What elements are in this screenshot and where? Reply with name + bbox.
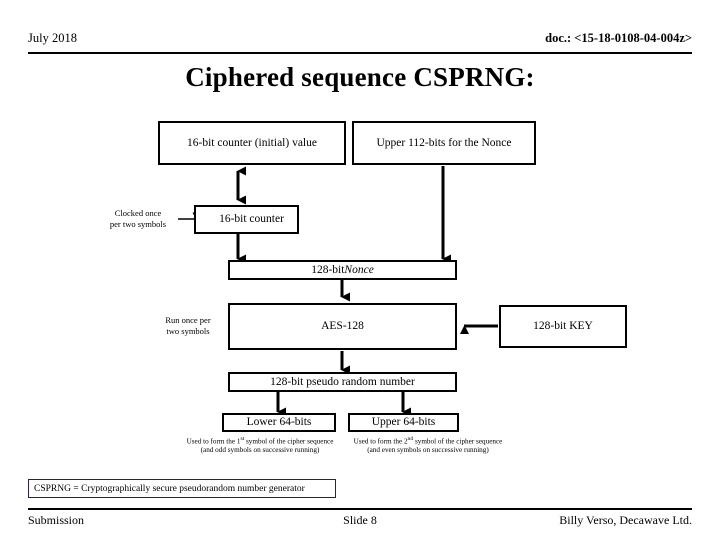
node-counter-initial-value-label: 16-bit counter (initial) value [187,136,317,149]
node-upper-112-bits-label: Upper 112-bits for the Nonce [376,136,512,149]
caption-lower-ordinal: st [240,436,245,442]
caption-lower-line-2: (and odd symbols on successive running) [200,446,320,455]
footer-slide-number: Slide 8 [343,513,377,527]
caption-lower-64-bits: Used to form the 1st symbol of the ciphe… [172,435,348,455]
label-clocked-line-1: Clocked once [114,208,162,218]
caption-lower-line-1: Used to form the 1st symbol of the ciphe… [172,435,348,446]
caption-upper-line-2: (and even symbols on successive running) [367,446,489,455]
caption-upper-64-bits: Used to form the 2nd symbol of the ciphe… [337,435,519,455]
caption-lower-line-1-a: Used to form the 1 [186,437,241,446]
node-upper-112-bits[interactable]: Upper 112-bits for the Nonce [352,121,536,165]
node-16-bit-counter-label: 16-bit counter [219,213,284,225]
footnote-text: CSPRNG = Cryptographically secure pseudo… [34,483,305,494]
label-clocked-once-per-two-symbols: Clocked once per two symbols [96,208,180,229]
label-clocked-line-2: per two symbols [109,218,167,229]
page-title: Ciphered sequence CSPRNG: [185,62,535,92]
label-run-once-per-two-symbols: Run once per two symbols [152,315,224,336]
node-lower-64-bits-label: Lower 64-bits [246,416,312,428]
node-lower-64-bits[interactable]: Lower 64-bits [222,413,336,432]
node-128-bit-pseudo-random-number-label: 128-bit pseudo random number [270,375,415,388]
node-128-bit-nonce[interactable]: 128-bit Nonce [228,260,457,280]
caption-upper-line-1: Used to form the 2nd symbol of the ciphe… [337,435,519,446]
node-counter-initial-value[interactable]: 16-bit counter (initial) value [158,121,346,165]
node-upper-64-bits-label: Upper 64-bits [371,416,436,428]
label-run-line-2: two symbols [166,325,210,336]
slide-footer: Slide 8 Submission Billy Verso, Decawave… [28,508,692,532]
caption-upper-line-1-b: symbol of the cipher sequence [413,437,503,446]
header-date: July 2018 [28,31,77,45]
footer-author: Billy Verso, Decawave Ltd. [559,513,692,527]
node-128-bit-nonce-italic: Nonce [344,263,374,276]
footer-submission-label: Submission [28,513,85,527]
node-128-bit-key[interactable]: 128-bit KEY [499,305,627,348]
node-128-bit-key-label: 128-bit KEY [533,320,593,332]
caption-upper-line-1-a: Used to form the 2 [353,437,408,446]
label-run-line-1: Run once per [165,315,211,325]
node-aes-128-label: AES-128 [321,320,364,332]
node-aes-128[interactable]: AES-128 [228,303,457,350]
caption-lower-line-1-b: symbol of the cipher sequence [244,437,334,446]
header-document-number: doc.: <15-18-0108-04-004z> [545,31,692,45]
slide-header: July 2018 doc.: <15-18-0108-04-004z> [28,30,692,54]
node-128-bit-nonce-prefix: 128-bit [311,263,345,276]
node-16-bit-counter[interactable]: 16-bit counter [194,205,299,234]
caption-upper-ordinal: nd [407,436,414,442]
node-128-bit-pseudo-random-number[interactable]: 128-bit pseudo random number [228,372,457,392]
footnote-box: CSPRNG = Cryptographically secure pseudo… [28,479,336,498]
node-upper-64-bits[interactable]: Upper 64-bits [348,413,459,432]
